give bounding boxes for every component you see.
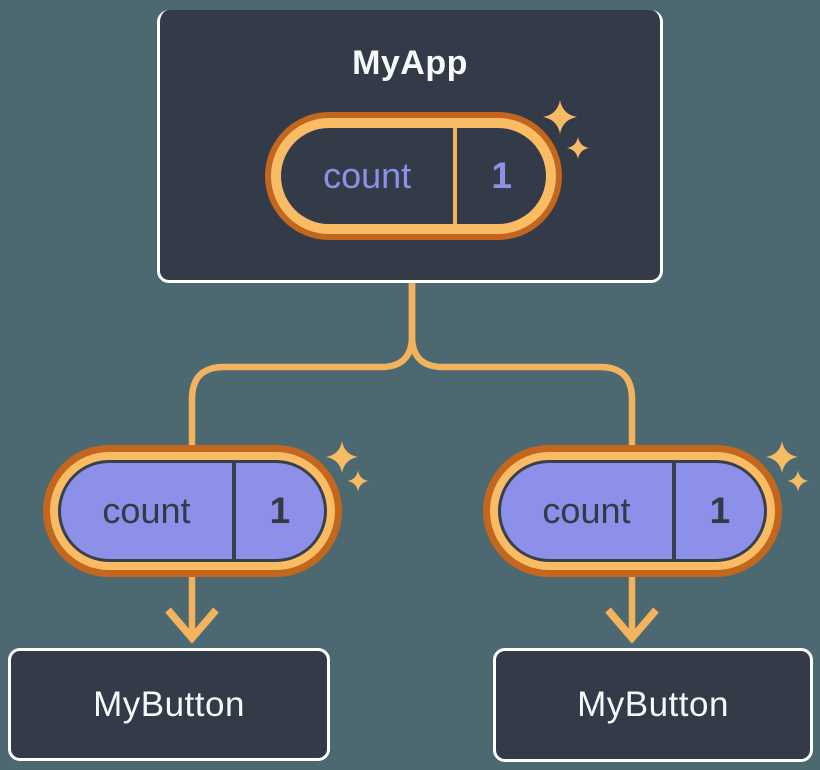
state-value: 1 [231, 463, 324, 559]
state-pill-child-right: count 1 [483, 445, 782, 577]
connector-branch-right [408, 283, 636, 635]
arrow-down-icon [605, 607, 659, 644]
state-label: count [102, 490, 191, 531]
state-pill-core: count 1 [498, 460, 767, 562]
node-title: MyButton [577, 685, 729, 724]
state-pill-core: count 1 [58, 460, 327, 562]
state-value: 1 [671, 463, 764, 559]
state-pill-ring: count 1 [490, 452, 775, 570]
state-pill-ring: count 1 [50, 452, 335, 570]
state-value: 1 [453, 128, 546, 224]
state-label: count [323, 155, 412, 196]
mybutton-node-left: MyButton [8, 648, 330, 761]
state-pill-core: count 1 [281, 128, 546, 224]
state-label: count [542, 490, 631, 531]
arrow-down-icon [165, 607, 219, 644]
node-title: MyApp [352, 44, 468, 82]
state-pill-ring: count 1 [271, 118, 556, 234]
state-pill-root: count 1 [265, 112, 562, 240]
node-title: MyButton [93, 684, 245, 724]
state-pill-child-left: count 1 [43, 445, 342, 577]
mybutton-node-right: MyButton [493, 648, 813, 762]
